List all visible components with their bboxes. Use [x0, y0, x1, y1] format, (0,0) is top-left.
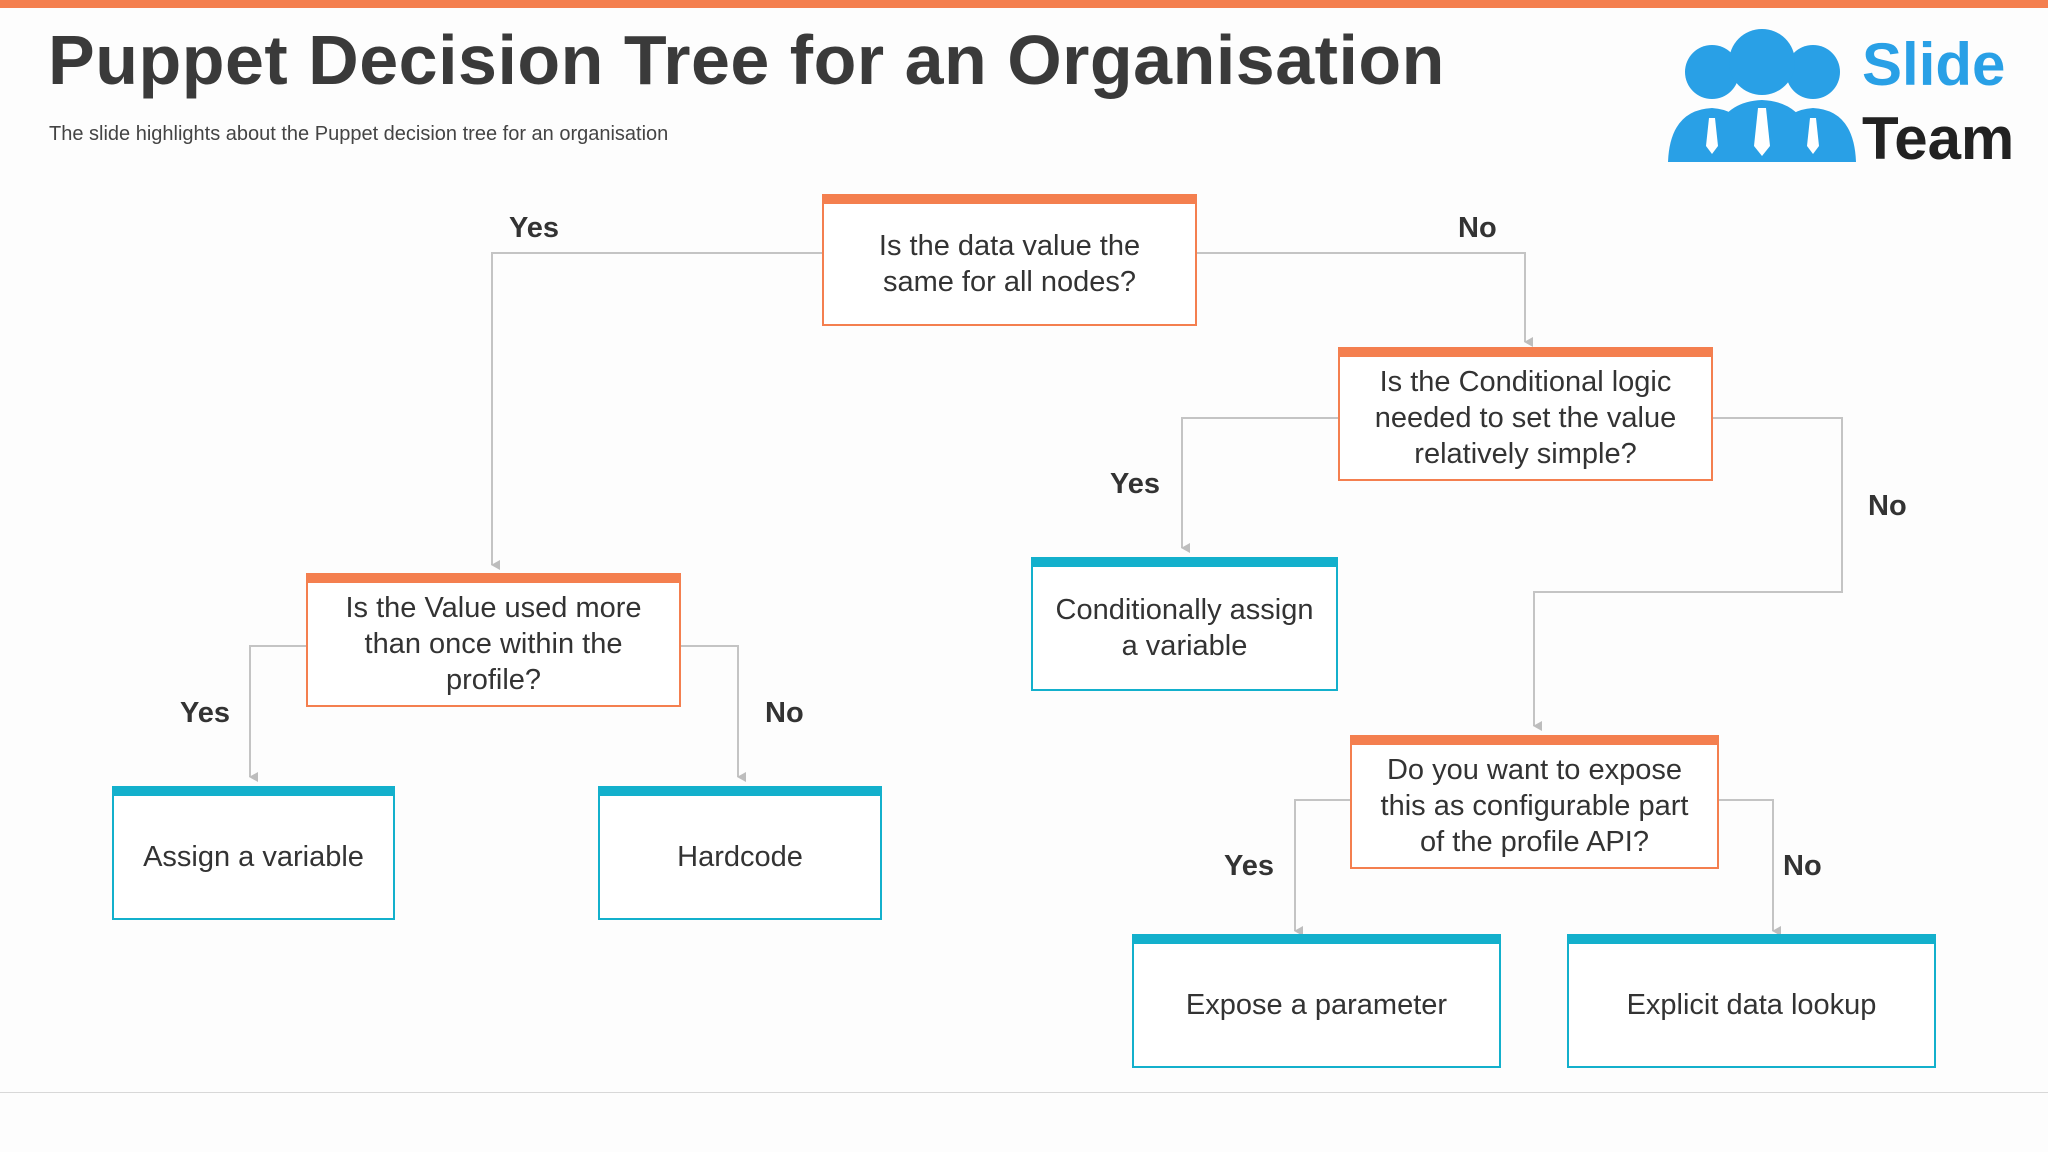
branch-label-q3-no: No: [1868, 490, 1907, 522]
page-title: Puppet Decision Tree for an Organisation: [48, 21, 1445, 99]
question-text-q4: Do you want to expose this as configurab…: [1380, 754, 1689, 858]
question-text-q1: Is the data value the same for all nodes…: [878, 230, 1141, 298]
answer-box-assign-variable: Assign a variable: [112, 786, 395, 920]
branch-label-q2-yes: Yes: [180, 697, 230, 729]
branch-label-q4-no: No: [1783, 850, 1822, 882]
answer-text-a5: Explicit data lookup: [1626, 989, 1877, 1021]
connector-q2-no: [680, 645, 746, 782]
connector-q4-no: [1718, 799, 1781, 936]
top-accent-bar: [0, 0, 2048, 8]
question-box-q3: Is the Conditional logic needed to set t…: [1338, 347, 1713, 481]
question-box-q2: Is the Value used more than once within …: [306, 573, 681, 707]
page-subtitle: The slide highlights about the Puppet de…: [49, 123, 669, 145]
bottom-divider: [0, 1092, 2048, 1093]
branch-label-q3-yes: Yes: [1110, 468, 1160, 500]
connector-q4-yes: [1294, 799, 1350, 936]
question-box-q4: Do you want to expose this as configurab…: [1350, 735, 1719, 869]
answer-box-conditionally-assign: Conditionally assign a variable: [1031, 557, 1338, 691]
branch-label-q2-no: No: [765, 697, 804, 729]
answer-box-hardcode: Hardcode: [598, 786, 882, 920]
answer-text-a4: Expose a parameter: [1185, 989, 1448, 1021]
question-text-q2: Is the Value used more than once within …: [345, 592, 642, 696]
slideteam-logo-icon: [1668, 29, 1856, 162]
connector-q3-no: [1533, 417, 1843, 731]
answer-text-a3: Conditionally assign a variable: [1055, 594, 1314, 662]
branch-label-q1-no: No: [1458, 212, 1497, 244]
answer-text-a2: Hardcode: [677, 841, 803, 873]
logo-text-slide: Slide: [1862, 31, 2006, 98]
connector-q3-yes: [1181, 417, 1338, 553]
answer-box-expose-parameter: Expose a parameter: [1132, 934, 1501, 1068]
question-text-q3: Is the Conditional logic needed to set t…: [1374, 366, 1677, 470]
question-box-q1: Is the data value the same for all nodes…: [822, 194, 1197, 326]
connector-q1-no: [1196, 252, 1533, 347]
connector-q2-yes: [249, 645, 306, 782]
branch-label-q1-yes: Yes: [509, 212, 559, 244]
logo-text-team: Team: [1862, 105, 2015, 172]
answer-box-explicit-data-lookup: Explicit data lookup: [1567, 934, 1936, 1068]
branch-label-q4-yes: Yes: [1224, 850, 1274, 882]
answer-text-a1: Assign a variable: [143, 841, 364, 873]
connector-q1-yes: [491, 252, 822, 570]
